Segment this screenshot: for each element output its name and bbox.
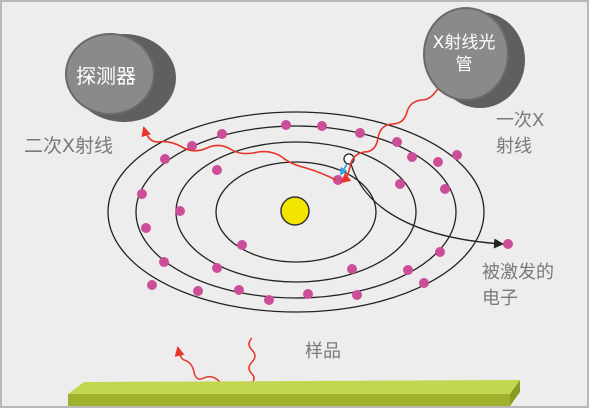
detector-label: 探测器 bbox=[76, 64, 136, 88]
detector-device: 探测器 bbox=[65, 33, 176, 122]
electron bbox=[303, 289, 313, 299]
secondary-xray-label: 二次X射线 bbox=[24, 135, 113, 157]
orbit-4 bbox=[107, 111, 485, 313]
electron bbox=[160, 154, 170, 164]
electron bbox=[217, 129, 227, 139]
electron bbox=[395, 179, 405, 189]
sample-front-face bbox=[68, 394, 510, 406]
nucleus bbox=[280, 196, 310, 226]
electron bbox=[452, 150, 462, 160]
electron bbox=[175, 206, 185, 216]
primary-xray-label-line2: 射线 bbox=[496, 136, 532, 157]
cylinder-detector-icon bbox=[65, 33, 155, 115]
primary-xray-label-line1: 一次X bbox=[496, 110, 544, 131]
electron bbox=[435, 247, 445, 257]
electron bbox=[237, 240, 247, 250]
electron bbox=[212, 165, 222, 175]
cylinder-xray-tube-icon bbox=[423, 7, 509, 101]
electrons bbox=[137, 120, 513, 305]
electron bbox=[187, 141, 197, 151]
electron bbox=[147, 280, 157, 290]
excited-electron-label-line1: 被激发的 bbox=[482, 262, 554, 283]
electron bbox=[355, 128, 365, 138]
ejected-electron-path bbox=[350, 163, 504, 249]
xray-tube-label-line2: 管 bbox=[456, 55, 473, 75]
electron bbox=[281, 120, 291, 130]
electron bbox=[352, 290, 362, 300]
sample-outgoing-ray bbox=[174, 346, 221, 383]
electron bbox=[440, 184, 450, 194]
xray-tube-device: X射线光 管 bbox=[423, 7, 525, 108]
sample-slab bbox=[68, 380, 520, 406]
electron bbox=[403, 265, 413, 275]
electron bbox=[407, 152, 417, 162]
electron bbox=[347, 264, 357, 274]
orbit-3 bbox=[135, 125, 457, 299]
sample-incoming-ray bbox=[248, 337, 256, 384]
primary-xray-ray bbox=[340, 84, 441, 184]
xray-tube-label-line1: X射线光 bbox=[433, 33, 496, 53]
electron bbox=[264, 295, 274, 305]
electron bbox=[141, 223, 151, 233]
sample-side-face bbox=[510, 380, 520, 406]
electron bbox=[433, 157, 443, 167]
orbit-1 bbox=[215, 161, 377, 263]
electron bbox=[159, 257, 169, 267]
excited-electron bbox=[503, 239, 513, 249]
sample-top-face bbox=[68, 380, 520, 394]
sample-label: 样品 bbox=[305, 341, 341, 362]
electron-transition-arrow bbox=[339, 163, 348, 176]
electron bbox=[392, 137, 402, 147]
excited-electron-label-line2: 电子 bbox=[482, 288, 518, 309]
secondary-xray-ray bbox=[141, 126, 337, 181]
electron bbox=[317, 121, 327, 131]
orbits bbox=[107, 111, 485, 313]
electron bbox=[193, 286, 203, 296]
electron bbox=[419, 278, 429, 288]
electron bbox=[212, 263, 222, 273]
electron bbox=[234, 285, 244, 295]
electron bbox=[137, 189, 147, 199]
